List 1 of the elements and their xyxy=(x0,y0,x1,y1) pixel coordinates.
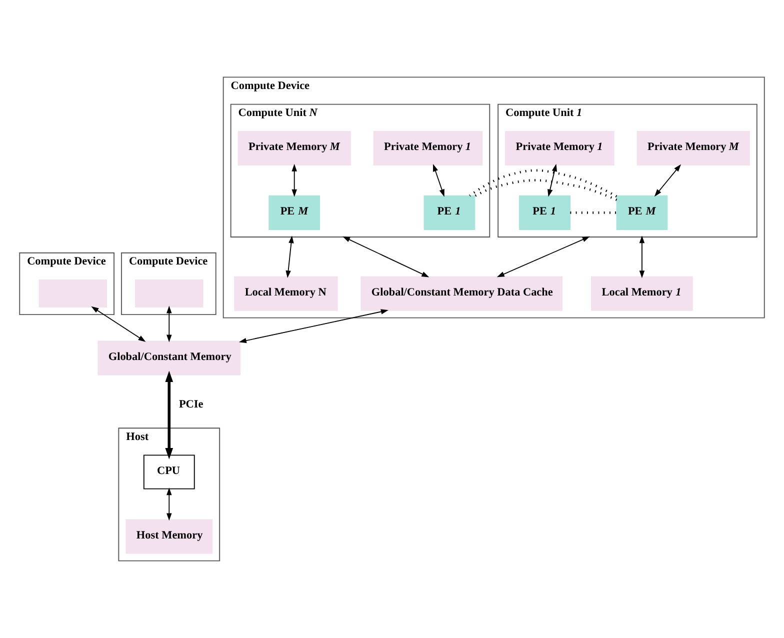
edge-label: PCIe xyxy=(178,398,204,411)
